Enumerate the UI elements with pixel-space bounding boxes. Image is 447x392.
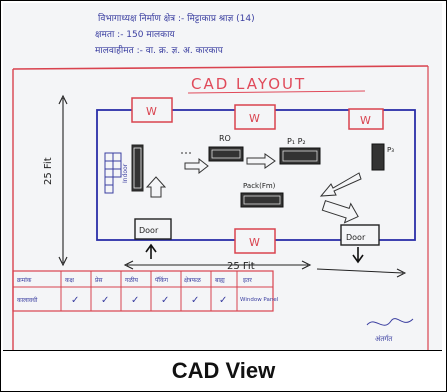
flow-arrow-down-left-icon [319, 172, 362, 197]
flow-arrow-right-icon [246, 153, 276, 169]
ro-label: RO [219, 134, 231, 143]
signature-text: अंतर्गत [375, 334, 393, 343]
arrowhead-right-icon [396, 268, 407, 278]
door-label: Door [139, 226, 159, 235]
arrowhead-down-icon [58, 256, 68, 267]
packing-label: Pack(Fm) [243, 182, 276, 190]
header-line-1: विभागाध्यक्ष निर्माण क्षेत्र :- मिट्टाका… [98, 12, 255, 24]
window-label: W [146, 105, 157, 118]
indoor-stack [104, 152, 122, 194]
door-left [134, 218, 172, 240]
margin-top-line [12, 65, 429, 70]
door-right [340, 224, 380, 246]
horizontal-dimension-label: 25 Fit [227, 261, 255, 272]
extra-arrow-line [316, 268, 404, 274]
handwritten-sheet: विभागाध्यक्ष निर्माण क्षेत्र :- मिट्टाका… [3, 3, 442, 350]
window-bottom [234, 228, 276, 254]
table-header-cell: गळीय [125, 276, 138, 284]
header-line-3: मालवाहीमत :- वा. क्र. ज्ञ. अ. कारकाप [95, 44, 224, 56]
header-line-2: क्षमता :- 150 मालकाय [95, 30, 175, 40]
door-in-arrow-icon [145, 243, 157, 259]
table-header-cell: क्षेत्रफळ [184, 276, 201, 284]
table-header-cell: क्रमांक [17, 277, 32, 284]
window-top-left [131, 97, 173, 123]
table-cell: ✓ [131, 295, 139, 306]
table-cell: ✓ [219, 295, 227, 306]
table-cell: ✓ [101, 295, 109, 306]
table-header-cell: इतर [243, 277, 252, 284]
layout-photo: विभागाध्यक्ष निर्माण क्षेत्र :- मिट्टाका… [3, 3, 442, 351]
arrowhead-up-icon [58, 94, 68, 105]
flow-arrow-up-icon [145, 176, 167, 198]
machine-packing [240, 192, 284, 208]
window-label: W [249, 236, 260, 249]
figure-caption: CAD View [171, 358, 276, 383]
arrowhead-right-icon [301, 260, 312, 270]
machine-indoor [131, 144, 144, 192]
layout-title: CAD LAYOUT [191, 75, 306, 93]
door-out-arrow-icon [352, 247, 364, 264]
flow-arrow-down-right-icon [321, 200, 359, 224]
table-header-cell: प्रेस [95, 276, 103, 284]
vertical-dimension-label: 25 Fit [43, 157, 54, 185]
window-top-center [234, 104, 276, 130]
window-label: W [360, 114, 371, 127]
observation-table: क्रमांक कक्ष प्रेस गळीय पॅकिंग क्षेत्रफळ… [12, 270, 279, 312]
table-cell: ✓ [191, 295, 199, 306]
window-top-right [348, 108, 384, 130]
paper [3, 3, 442, 350]
table-header-cell: कक्ष [65, 277, 75, 284]
p3-label: P₃ [387, 146, 394, 154]
door-label: Door [346, 233, 366, 242]
signature-scribble [366, 318, 414, 326]
p1p2-label: P₁ P₂ [287, 137, 306, 146]
machine-p1p2 [279, 147, 321, 165]
table-header-cell: पॅकिंग [155, 276, 169, 284]
indoor-label: Indoor [122, 163, 129, 183]
table-cell: Window Panel [240, 297, 279, 303]
machine-ro [208, 146, 244, 162]
title-underline [187, 90, 366, 94]
flow-arrow-right-icon [184, 157, 209, 175]
arrowhead-left-icon [123, 260, 134, 270]
table-cell: ✓ [71, 295, 79, 306]
table-cell: ✓ [161, 295, 169, 306]
machine-p3 [371, 143, 385, 171]
table-cell: कालावधी [17, 296, 38, 304]
window-label: W [249, 112, 260, 125]
table-header-cell: बाह्य [215, 277, 225, 284]
